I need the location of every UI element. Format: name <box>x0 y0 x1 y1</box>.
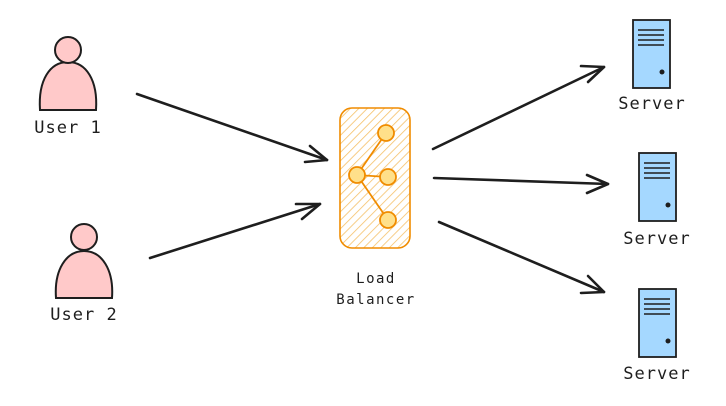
arrow-user2-to-balancer <box>148 202 322 260</box>
arrow-balancer-to-server1 <box>431 64 606 151</box>
arrow-user1-to-balancer <box>135 92 329 164</box>
server-3-icon <box>638 288 677 358</box>
user-2-icon <box>54 223 114 299</box>
arrow-balancer-to-server2 <box>432 173 610 195</box>
load-balancer-label-line2: Balancer <box>336 292 416 308</box>
server-1-label: Server <box>618 94 686 114</box>
load-balancer-icon <box>339 107 411 249</box>
load-balancer-label-line1: Load <box>356 271 396 287</box>
server-2-icon <box>638 152 677 222</box>
user-1-icon <box>38 36 98 111</box>
server-3-label: Server <box>623 364 691 384</box>
user-1-label: User 1 <box>34 118 102 138</box>
server-2-label: Server <box>623 229 691 249</box>
arrow-balancer-to-server3 <box>437 220 606 295</box>
server-1-icon <box>632 19 671 89</box>
user-2-label: User 2 <box>50 305 118 325</box>
